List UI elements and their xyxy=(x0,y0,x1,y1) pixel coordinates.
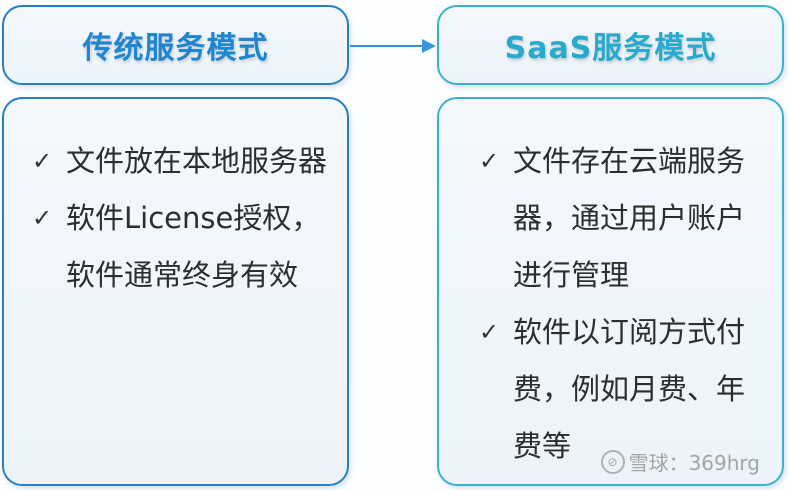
list-item-text: 软件以订阅方式付费，例如月费、年费等 xyxy=(513,315,746,463)
list-item: ✓ 软件License授权，软件通常终身有效 xyxy=(32,190,333,304)
check-icon: ✓ xyxy=(479,318,500,346)
arrow-right-icon xyxy=(350,39,436,53)
saas-mode-header: SaaS服务模式 xyxy=(437,5,784,85)
list-item-text: 文件放在本地服务器 xyxy=(66,144,328,178)
list-item-text: 软件License授权，软件通常终身有效 xyxy=(66,201,321,292)
traditional-mode-title: 传统服务模式 xyxy=(82,31,269,66)
list-item-text: 文件存在云端服务器，通过用户账户进行管理 xyxy=(513,144,746,292)
saas-mode-list: ✓ 文件存在云端服务器，通过用户账户进行管理 ✓ 软件以订阅方式付费，例如月费、… xyxy=(479,133,768,475)
watermark-text: 雪球：369hrg xyxy=(628,451,760,475)
list-item: ✓ 文件存在云端服务器，通过用户账户进行管理 xyxy=(479,133,768,304)
check-icon: ✓ xyxy=(32,204,53,232)
saas-mode-panel: ✓ 文件存在云端服务器，通过用户账户进行管理 ✓ 软件以订阅方式付费，例如月费、… xyxy=(437,97,784,486)
watermark: ⊘ 雪球：369hrg xyxy=(600,447,760,476)
traditional-mode-panel: ✓ 文件放在本地服务器 ✓ 软件License授权，软件通常终身有效 xyxy=(2,97,349,486)
traditional-mode-list: ✓ 文件放在本地服务器 ✓ 软件License授权，软件通常终身有效 xyxy=(32,133,333,304)
list-item: ✓ 软件以订阅方式付费，例如月费、年费等 xyxy=(479,304,768,475)
snowball-logo-icon: ⊘ xyxy=(600,449,625,474)
check-icon: ✓ xyxy=(32,147,53,175)
list-item: ✓ 文件放在本地服务器 xyxy=(32,133,333,190)
traditional-mode-header: 传统服务模式 xyxy=(2,5,349,85)
check-icon: ✓ xyxy=(479,147,500,175)
saas-mode-title: SaaS服务模式 xyxy=(504,31,717,66)
